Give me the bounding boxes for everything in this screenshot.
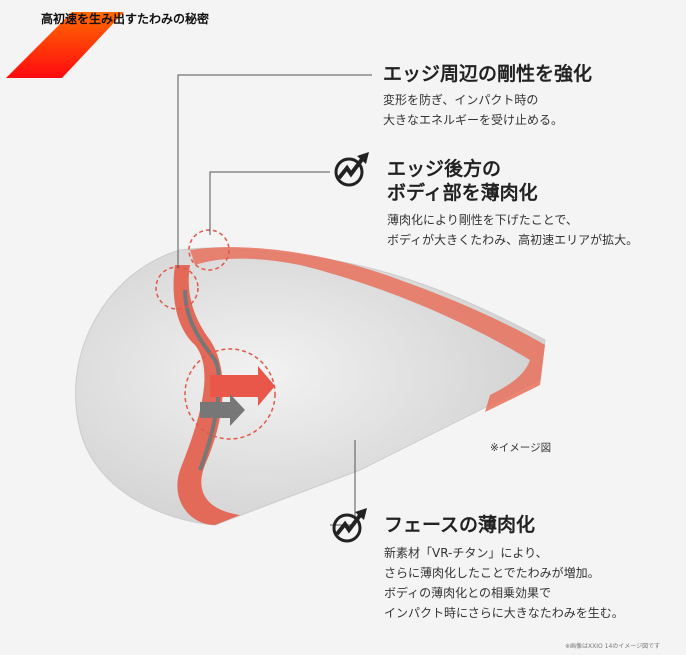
feature-2-description: 薄肉化により剛性を下げたことで、 ボディが大きくたわみ、高初速エリアが拡大。 <box>387 213 639 247</box>
feature-1-title: エッジ周辺の剛性を強化 <box>383 63 593 85</box>
feature-3-title: フェースの薄肉化 <box>384 514 536 536</box>
feature-3-description: 新素材「VR-チタン」により、 さらに薄肉化したことでたわみが増加。 ボディの薄… <box>384 546 624 620</box>
accent-stripe <box>6 12 124 78</box>
speed-up-arrow-icon <box>332 508 367 543</box>
image-note: ※イメージ図 <box>490 442 552 454</box>
page-title: 高初速を生み出すたわみの秘密 <box>41 12 210 26</box>
speed-up-arrow-icon <box>334 152 369 187</box>
footnote: ※画像はXXIO 14のイメージ図です <box>565 643 661 650</box>
feature-2-title: エッジ後方の ボディ部を薄肉化 <box>387 158 538 204</box>
feature-1-description: 変形を防ぎ、インパクト時の 大きなエネルギーを受け止める。 <box>383 93 564 127</box>
